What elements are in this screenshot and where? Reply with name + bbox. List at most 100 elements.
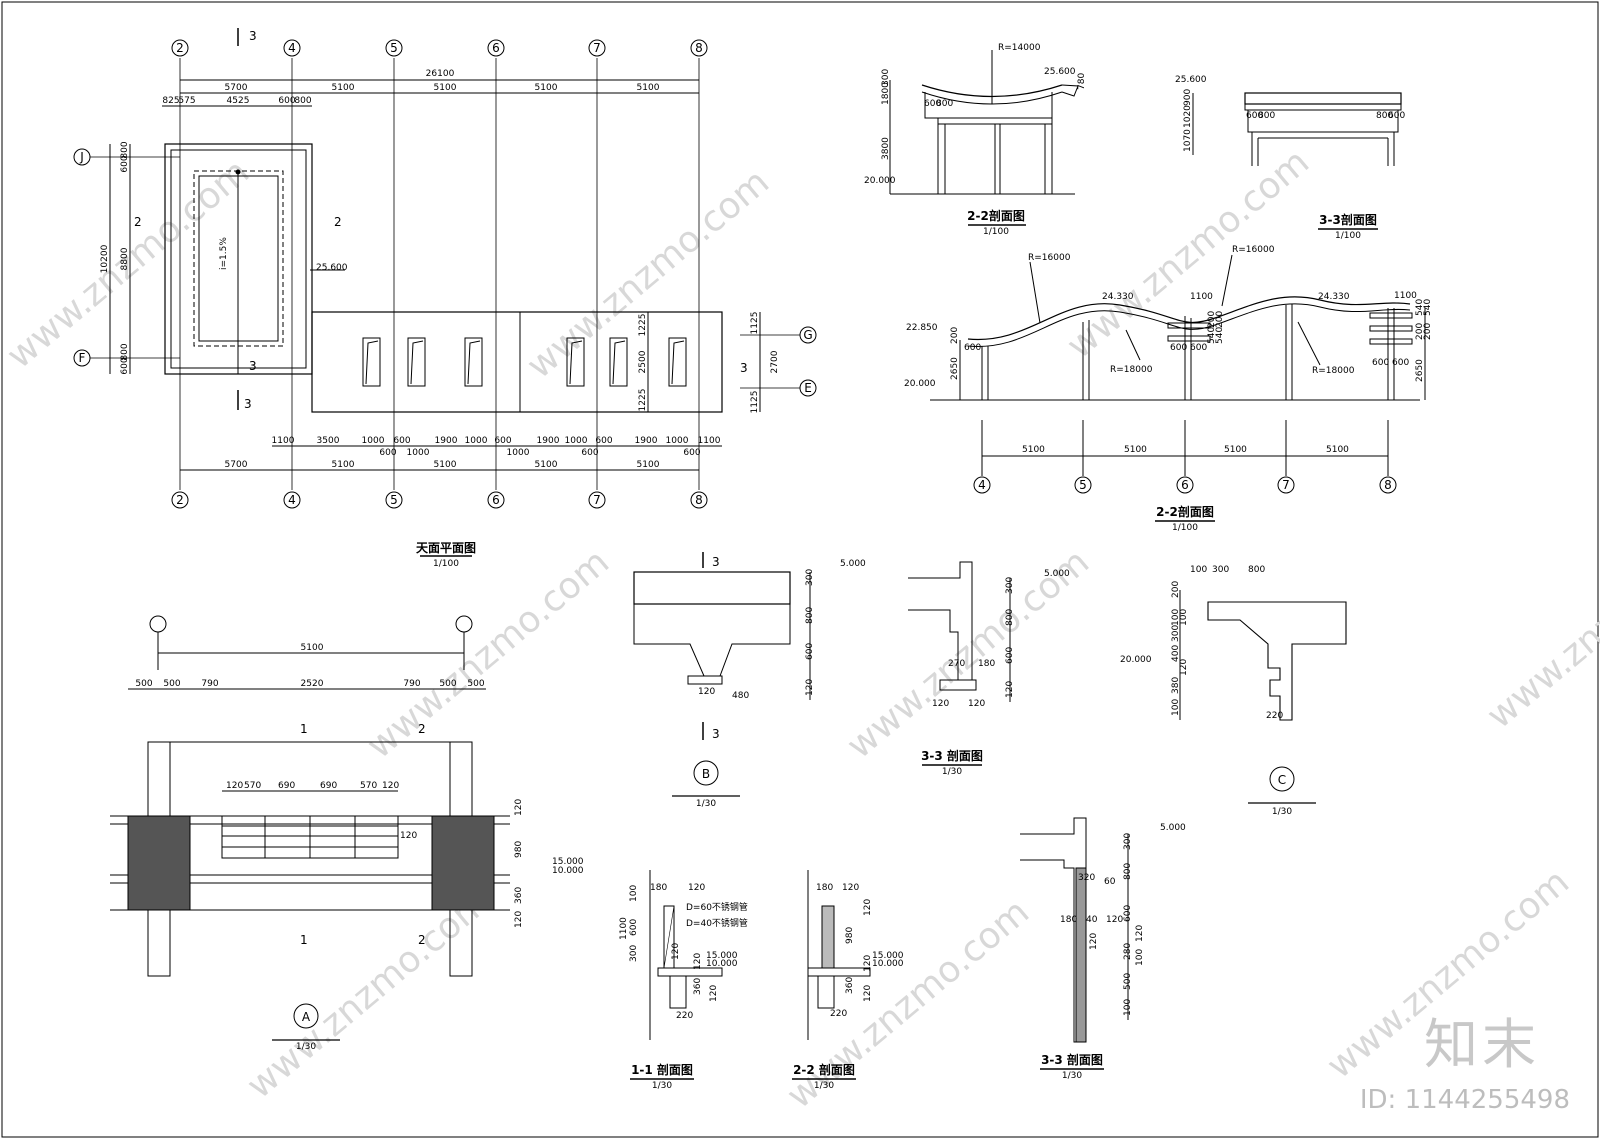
- section-scale: 1/100: [1172, 523, 1198, 533]
- dim: 26100: [426, 69, 455, 79]
- dim: 200: [950, 327, 960, 344]
- dim: 980: [845, 927, 855, 944]
- axis-label: 2: [176, 41, 184, 55]
- axis-label: 5: [390, 493, 398, 507]
- roof-plan-title: 天面平面图: [416, 541, 476, 555]
- elevation: 15.000: [872, 951, 904, 961]
- dim: 360: [514, 887, 524, 904]
- section-3-3-small: 25.600 900 1020 1070 600 800 800 600 3-3…: [1175, 75, 1405, 241]
- dim: 600: [494, 436, 511, 446]
- dim: 120: [1005, 681, 1015, 698]
- elevation: 15.000: [552, 857, 584, 867]
- axis-label: 5: [390, 41, 398, 55]
- dim: 320: [1078, 873, 1095, 883]
- dim: 120: [805, 679, 815, 696]
- brand-logo: 知末: [1424, 1013, 1540, 1076]
- dim: 1020: [1183, 105, 1193, 128]
- dim: 5700: [225, 83, 248, 93]
- watermark: www.znzmo.com: [1059, 141, 1317, 366]
- dim: 1000: [465, 436, 488, 446]
- detail-label: C: [1278, 773, 1286, 787]
- dim: 690: [278, 781, 295, 791]
- dim: 100: [1123, 999, 1133, 1016]
- dim: 1900: [435, 436, 458, 446]
- elevation: 25.600: [1175, 75, 1207, 85]
- dim: 1225: [638, 314, 648, 337]
- cut-mark: 3: [244, 397, 252, 411]
- dim: 100: [1171, 699, 1181, 716]
- elevation: 5.000: [1160, 823, 1186, 833]
- section-scale: 1/100: [983, 227, 1009, 237]
- cut-mark: 3: [712, 727, 720, 741]
- dim: 100: [1135, 949, 1145, 966]
- dim: 60: [1104, 877, 1116, 887]
- watermark: www.znzmo.com: [359, 541, 617, 766]
- dim: 5100: [434, 83, 457, 93]
- cut-mark: 3: [249, 359, 257, 373]
- dim: 600: [379, 448, 396, 458]
- dim: 5100: [535, 83, 558, 93]
- cut-mark: 1: [300, 722, 308, 736]
- dim: 1125: [750, 391, 760, 414]
- detail-b: 3 3 5.000 300 800 600 120 120 480 B 1/30: [633, 552, 866, 809]
- dim: 4525: [227, 96, 250, 106]
- detail-label: A: [302, 1010, 311, 1024]
- section-title: 3-3 剖面图: [921, 748, 983, 763]
- dim: 180: [1060, 915, 1077, 925]
- dim: 300: [881, 69, 891, 86]
- dim: 270: [948, 659, 965, 669]
- dim: 200: [1423, 323, 1433, 340]
- detail-label: B: [702, 767, 710, 781]
- dim: 1070: [1183, 129, 1193, 152]
- dim: 600: [1388, 111, 1405, 121]
- dim: 600: [1170, 343, 1187, 353]
- dim: 5100: [637, 83, 660, 93]
- dim: 380: [1171, 677, 1181, 694]
- dim: 500: [163, 679, 180, 689]
- dim: 120: [1179, 659, 1189, 676]
- dim: 120: [709, 985, 719, 1002]
- dim: 8800: [120, 247, 130, 270]
- dim: 300: [1123, 833, 1133, 850]
- dim: 600: [805, 643, 815, 660]
- dim: 800: [1005, 609, 1015, 626]
- dim: 300: [1212, 565, 1229, 575]
- elevation: 15.000: [706, 951, 738, 961]
- dim: 540: [1415, 299, 1425, 316]
- dim: 1000: [565, 436, 588, 446]
- section-2-2-bottom: 180 120 120 980 120 360 120 15.000 10.00…: [792, 870, 904, 1091]
- dim: 120: [863, 899, 873, 916]
- dim: 120: [1089, 933, 1099, 950]
- dim: 5100: [1124, 445, 1147, 455]
- dim: 120: [226, 781, 243, 791]
- dim: 5700: [225, 460, 248, 470]
- axis-label: F: [79, 351, 86, 365]
- dim: 200: [1171, 581, 1181, 598]
- roof-plan: 2 4 5 6 7 8 2 4 5 6 7 8 J F G E: [73, 28, 817, 569]
- elevation: 25.600: [1044, 67, 1076, 77]
- detail-scale: 1/30: [296, 1042, 316, 1052]
- radius: R=18000: [1110, 365, 1153, 375]
- dim: 600: [1123, 905, 1133, 922]
- axis-label: 2: [176, 493, 184, 507]
- dim: 2500: [638, 350, 648, 373]
- dim: 600: [120, 357, 130, 374]
- dim: 600: [964, 343, 981, 353]
- dim: 600: [278, 96, 295, 106]
- dim: 800: [294, 96, 311, 106]
- dim: 500: [467, 679, 484, 689]
- radius: R=14000: [998, 43, 1041, 53]
- dim: 2520: [301, 679, 324, 689]
- dim: 120: [932, 699, 949, 709]
- dim: 10200: [100, 244, 110, 273]
- axis-label: 4: [978, 478, 986, 492]
- axis-label: 6: [492, 41, 500, 55]
- dim: 100: [1190, 565, 1207, 575]
- dim: 180: [816, 883, 833, 893]
- image-id: ID: 1144255498: [1359, 1085, 1570, 1115]
- axis-label: 8: [695, 493, 703, 507]
- dim: 220: [830, 1009, 847, 1019]
- section-title: 2-2 剖面图: [793, 1062, 855, 1077]
- section-3-3-bottom: 5.000 300 800 120 600 120 280 100 500 10…: [1020, 817, 1186, 1081]
